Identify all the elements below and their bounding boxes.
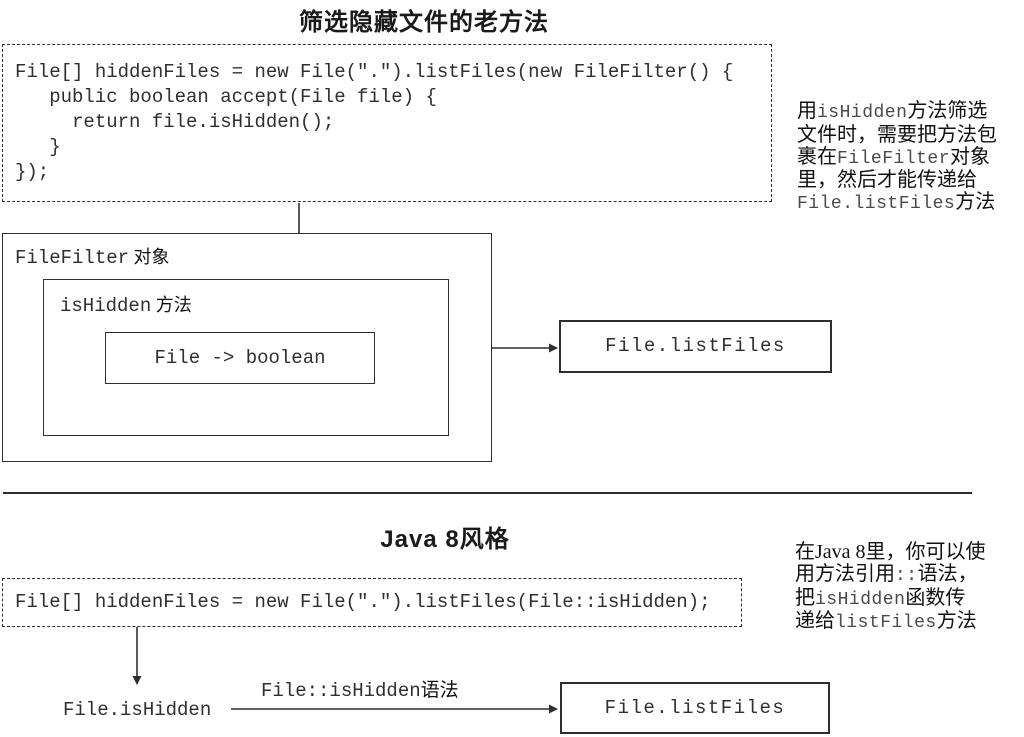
annotation-line: File.listFiles方法 [797,191,1024,216]
new-code-box: File[] hiddenFiles = new File(".").listF… [2,578,742,627]
listfiles-label-old: File.listFiles [605,335,786,357]
syntax-label-cjk: 语法 [420,680,459,701]
code-line: File[] hiddenFiles = new File(".").listF… [15,61,734,83]
new-section-title: Java 8风格 [380,526,510,553]
file-ishidden-text: File.isHidden [63,699,212,721]
annotation-text-segment: 递给 [795,610,835,633]
annotation-text-segment: 用方法引用 [795,562,895,585]
listfiles-label-new: File.listFiles [604,697,786,719]
listfiles-box-old: File.listFiles [559,320,832,373]
syntax-label-code: File::isHidden [261,680,421,702]
annotation-text-segment: 方法 [936,610,977,633]
ishidden-method-label: isHidden 方法 [60,291,192,317]
annotation-code-segment: isHidden [815,589,906,610]
new-annotation: 在Java 8里，你可以使用方法引用::语法，把isHidden函数传递给lis… [795,541,1024,635]
annotation-text-segment: 语法， [917,562,978,585]
old-code-box: File[] hiddenFiles = new File(".").listF… [2,44,772,202]
old-section-title: 筛选隐藏文件的老方法 [299,9,549,36]
annotation-code-segment: FileFilter [837,148,951,169]
annotation-text-segment: 函数传 [905,586,966,609]
file-to-boolean-box: File -> boolean [105,332,375,384]
annotation-text-segment: 在Java 8里，你可以使 [795,541,986,563]
filefilter-label-cjk: 对象 [129,247,170,267]
code-line: return file.isHidden(); [15,111,335,133]
annotation-code-segment: :: [895,565,918,586]
annotation-text-segment: 方法 [955,191,996,214]
ishidden-label-cjk: 方法 [151,295,192,315]
annotation-line: 用isHidden方法筛选 [797,100,1024,125]
annotation-line: 里，然后才能传递给 [797,169,1024,192]
listfiles-box-new: File.listFiles [560,682,830,734]
annotation-text-segment: 裹在 [797,145,837,168]
ishidden-method-box: isHidden 方法 File -> boolean [43,279,449,436]
annotation-text-segment: 方法筛选 [907,100,988,122]
annotation-text-segment: 里，然后才能传递给 [797,169,977,192]
old-annotation: 用isHidden方法筛选文件时，需要把方法包裹在FileFilter对象里，然… [797,100,1024,216]
filefilter-label-code: FileFilter [15,247,130,269]
annotation-text-segment: 把 [795,586,815,609]
annotation-code-segment: listFiles [835,613,937,634]
file-ishidden-label: File.isHidden [63,699,211,721]
annotation-line: 用方法引用::语法， [795,562,1024,588]
annotation-code-segment: isHidden [817,103,908,123]
code-line: public boolean accept(File file) { [15,86,437,108]
ishidden-label-code: isHidden [60,295,152,317]
annotation-text-segment: 对象 [950,145,991,168]
annotation-text-segment: 用 [797,100,817,122]
annotation-line: 文件时，需要把方法包 [797,123,1024,147]
code-line: } [15,136,61,158]
file-to-boolean-label: File -> boolean [154,347,326,369]
annotation-line: 递给listFiles方法 [795,610,1024,635]
annotation-line: 在Java 8里，你可以使 [795,541,1024,564]
code-line: }); [15,161,50,183]
filefilter-object-label: FileFilter 对象 [15,243,170,269]
annotation-line: 裹在FileFilter对象 [797,145,1024,171]
annotation-text-segment: 文件时，需要把方法包 [797,123,997,146]
code-line: File[] hiddenFiles = new File(".").listF… [15,591,711,613]
annotation-code-segment: File.listFiles [797,194,956,215]
filefilter-object-box: FileFilter 对象 isHidden 方法 File -> boolea… [2,233,492,462]
method-reference-syntax-label: File::isHidden语法 [261,675,459,702]
annotation-line: 把isHidden函数传 [795,586,1024,612]
